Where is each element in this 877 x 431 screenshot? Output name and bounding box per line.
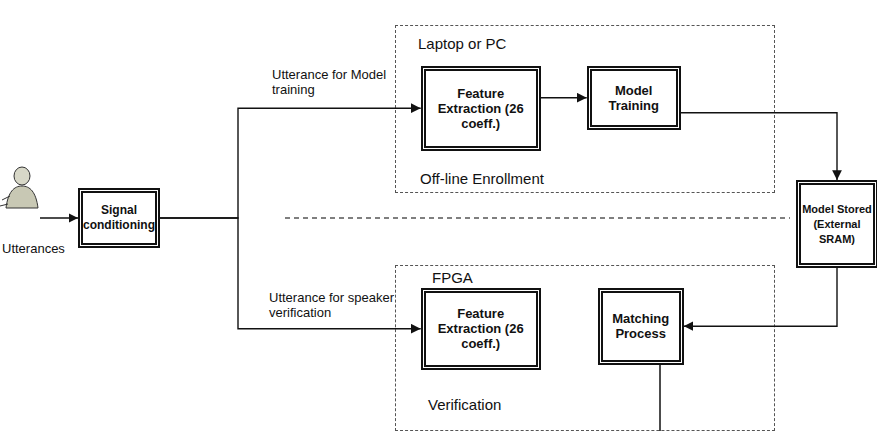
flow-arrow (541, 97, 587, 98)
box-label: Feature Extraction (26 coeff.) (426, 306, 536, 351)
input-arrow (40, 217, 78, 218)
connector-label: Utterance for speaker verification (269, 290, 407, 320)
speaker-body (6, 186, 38, 208)
box-label: Model Stored (External SRAM) (801, 202, 873, 247)
speaker-illustration (0, 167, 38, 208)
speaker-arm (0, 196, 10, 206)
process-box: Model Training (587, 66, 681, 130)
group-box: FPGA Verification Feature Extraction (26 c… (395, 265, 775, 431)
output-line (659, 365, 661, 431)
box-label: Model Training (592, 83, 676, 113)
flow-arrow (160, 108, 421, 218)
flow-arrow (684, 268, 837, 326)
group-title: Laptop or PC (418, 35, 506, 52)
process-box: Feature Extraction (26 coeff.) (421, 66, 541, 151)
flow-arrow (160, 218, 421, 329)
input-label: Utterances (2, 241, 65, 256)
speaker-head (14, 167, 30, 185)
box-label: Signal conditioning (83, 203, 155, 233)
storage-box: Model Stored (External SRAM) (796, 180, 877, 268)
group-title: FPGA (432, 269, 473, 286)
process-box: Signal conditioning (78, 188, 160, 248)
group-title: Off-line Enrollment (420, 170, 544, 187)
flow-arrow (681, 113, 837, 180)
group-box: Laptop or PC Off-line Enrollment Feature E… (395, 25, 775, 193)
box-label: Feature Extraction (26 coeff.) (426, 86, 536, 131)
group-title: Verification (428, 396, 501, 413)
box-label: Matching Process (603, 311, 679, 341)
process-box: Feature Extraction (26 coeff.) (421, 288, 541, 370)
process-box: Matching Process (598, 288, 684, 365)
connector-label: Utterance for Model training (272, 67, 400, 97)
separator-line (285, 217, 790, 219)
